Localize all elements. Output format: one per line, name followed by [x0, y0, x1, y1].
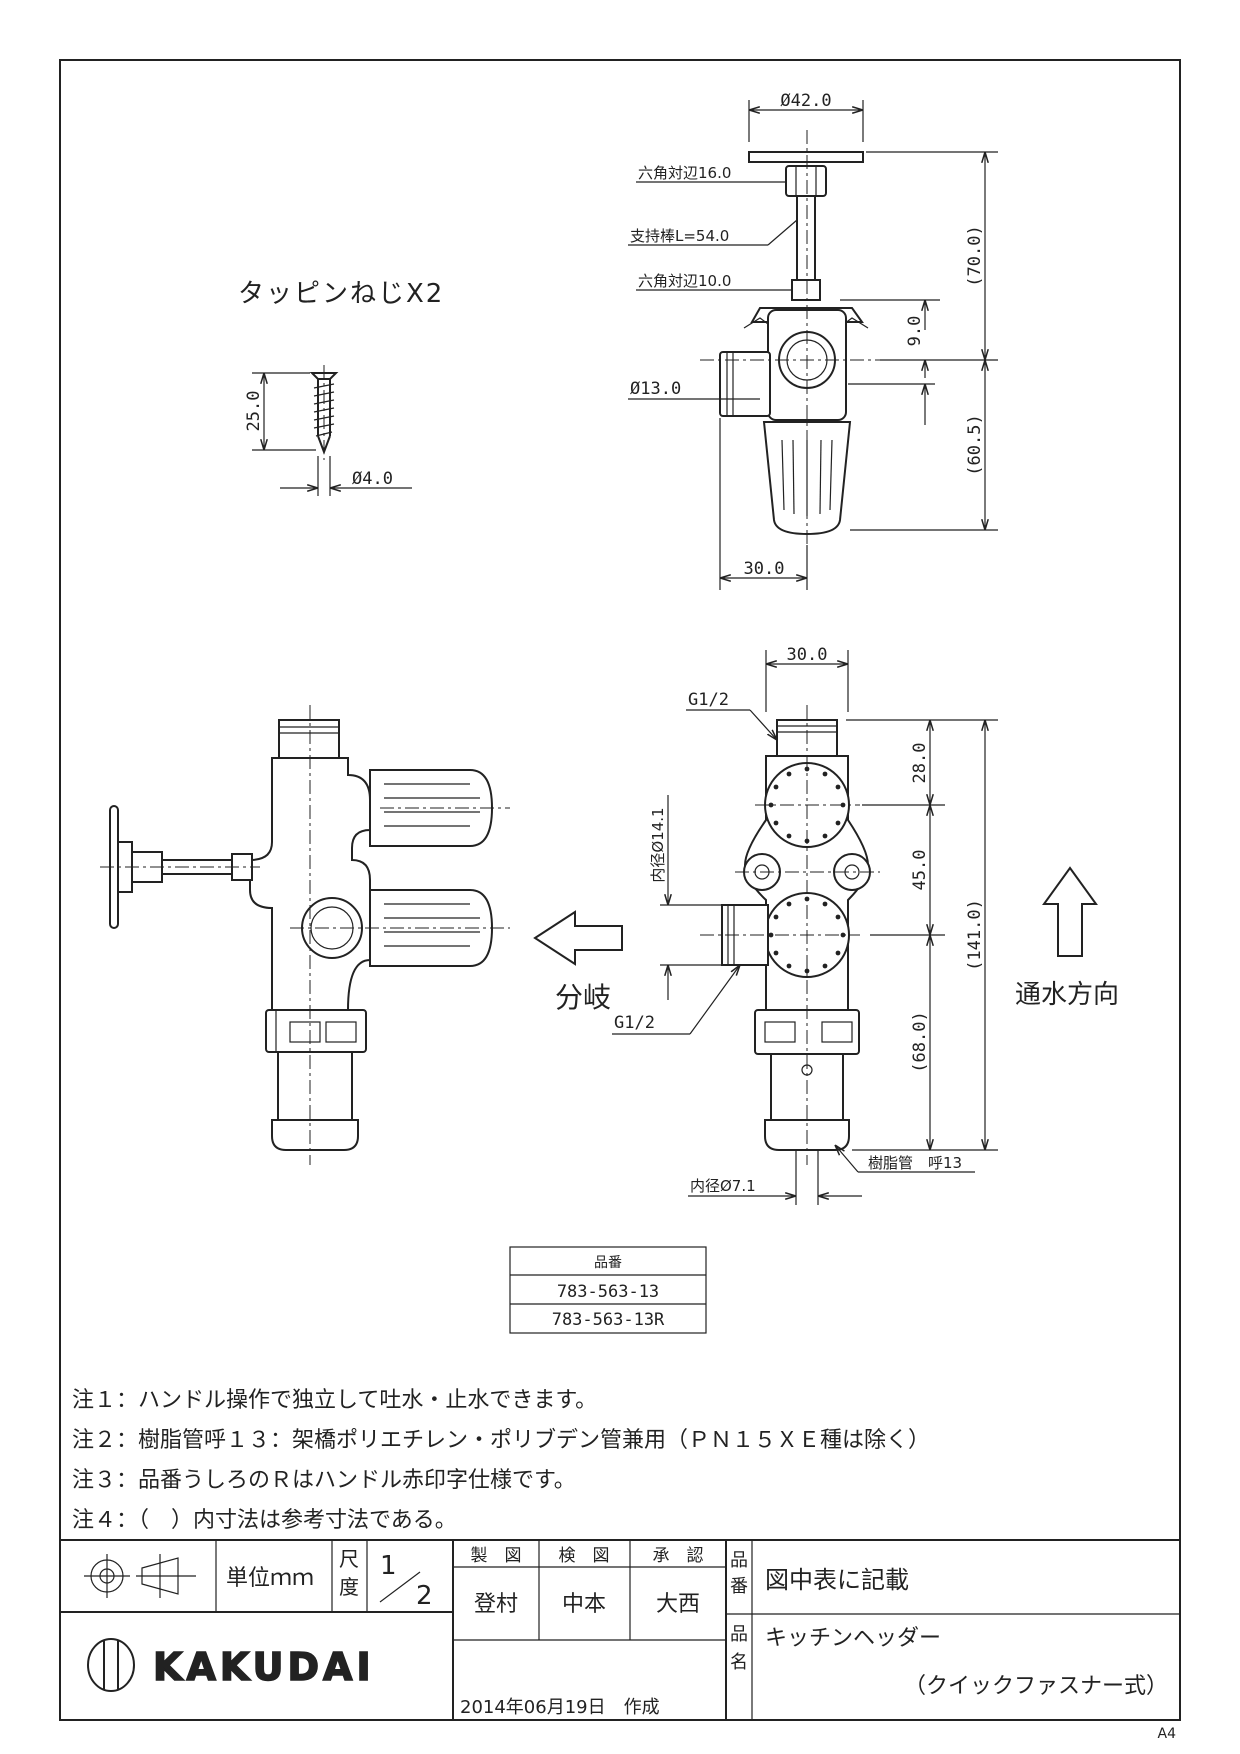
name-label-2: 名 — [730, 1652, 748, 1673]
scale-denominator: 2 — [416, 1581, 433, 1611]
paper-size: A4 — [1158, 1726, 1177, 1742]
resin-pipe-label: 樹脂管 呼13 — [868, 1154, 962, 1172]
flow-direction-label: 通水方向 — [1015, 980, 1119, 1010]
drawn-by: 登村 — [474, 1592, 518, 1617]
title-block: 単位ｍｍ 尺 度 1 2 製 図 検 図 承 認 登村 中本 大西 品 番 図中… — [60, 1539, 1180, 1720]
tapping-screw-detail: タッピンねじX2 25.0 Ø4.0 — [238, 279, 444, 496]
dim-68: (68.0) — [910, 1011, 930, 1072]
scale-label-1: 尺 — [339, 1547, 359, 1571]
dim-hex-10: 六角対辺10.0 — [638, 272, 731, 290]
name-label-1: 品 — [730, 1624, 748, 1645]
dim-9: 9.0 — [905, 316, 925, 347]
note-2: 注２：樹脂管呼１３：架橋ポリエチレン・ポリブデン管兼用（ＰＮ１５ＸＥ種は除く） — [72, 1428, 930, 1453]
note-4: 注４：（ ）内寸法は参考寸法である。 — [72, 1508, 457, 1533]
dim-support-rod: 支持棒L=54.0 — [630, 227, 729, 245]
front-view: 30.0 G1/2 28.0 45.0 (68.0) (141.0) 内径Ø14… — [612, 645, 1119, 1205]
dim-60-5: (60.5) — [965, 414, 985, 475]
part-number-table: 品番 783-563-13 783-563-13R — [509, 1246, 707, 1334]
drawing-border — [59, 59, 1181, 1721]
thread-top-label: G1/2 — [688, 690, 729, 710]
unit-label: 単位ｍｍ — [226, 1566, 314, 1591]
company-name: KAKUDAI — [153, 1645, 375, 1689]
approved-label: 承 認 — [653, 1546, 704, 1566]
part-table-header: 品番 — [594, 1255, 622, 1271]
projection-symbol-icon — [84, 1554, 196, 1598]
drawing-date: 2014年06月19日 作成 — [460, 1697, 660, 1718]
dim-141: (141.0) — [965, 899, 985, 971]
dim-hex-16: 六角対辺16.0 — [638, 164, 731, 182]
product-subname: （クイックファスナー式） — [904, 1674, 1168, 1699]
thread-side-label: G1/2 — [614, 1013, 655, 1033]
dim-screw-length: 25.0 — [244, 391, 264, 432]
dim-28: 28.0 — [910, 743, 930, 784]
part-no-value: 図中表に記載 — [765, 1566, 909, 1594]
scale-numerator: 1 — [380, 1551, 397, 1581]
part-table-row-2: 783-563-13R — [552, 1310, 665, 1330]
dim-screw-dia: Ø4.0 — [352, 469, 393, 489]
dim-inner-14-1: 内径Ø14.1 — [649, 807, 667, 882]
note-1: 注１：ハンドル操作で独立して吐水・止水できます。 — [72, 1388, 597, 1413]
dim-dia-13: Ø13.0 — [630, 379, 681, 399]
dim-30-front: 30.0 — [787, 645, 828, 665]
approved-by: 大西 — [656, 1592, 700, 1617]
dim-top-handle-dia: Ø42.0 — [780, 91, 831, 111]
part-no-label-1: 品 — [730, 1550, 748, 1571]
kakudai-logo-icon — [87, 1638, 135, 1692]
part-table-row-1: 783-563-13 — [557, 1282, 659, 1302]
dim-30-top: 30.0 — [744, 559, 785, 579]
notes: 注１：ハンドル操作で独立して吐水・止水できます。 注２：樹脂管呼１３：架橋ポリエ… — [72, 1388, 930, 1533]
dim-45: 45.0 — [910, 850, 930, 891]
scale-label-2: 度 — [339, 1575, 359, 1599]
drawn-label: 製 図 — [471, 1546, 522, 1566]
tapping-screw-label: タッピンねじX2 — [238, 279, 444, 309]
branch-label: 分岐 — [555, 981, 611, 1014]
checked-label: 検 図 — [559, 1546, 610, 1566]
checked-by: 中本 — [562, 1592, 606, 1617]
dim-70: (70.0) — [965, 225, 985, 286]
top-view: Ø42.0 六角対辺16.0 支持棒L=54.0 六角対辺10.0 (70.0)… — [628, 91, 998, 590]
side-view: 分岐 — [100, 705, 623, 1165]
dim-inner-7-1: 内径Ø7.1 — [690, 1177, 756, 1195]
part-no-label-2: 番 — [730, 1576, 748, 1597]
product-name: キッチンヘッダー — [765, 1626, 941, 1651]
note-3: 注３：品番うしろのＲはハンドル赤印字仕様です。 — [72, 1468, 576, 1493]
